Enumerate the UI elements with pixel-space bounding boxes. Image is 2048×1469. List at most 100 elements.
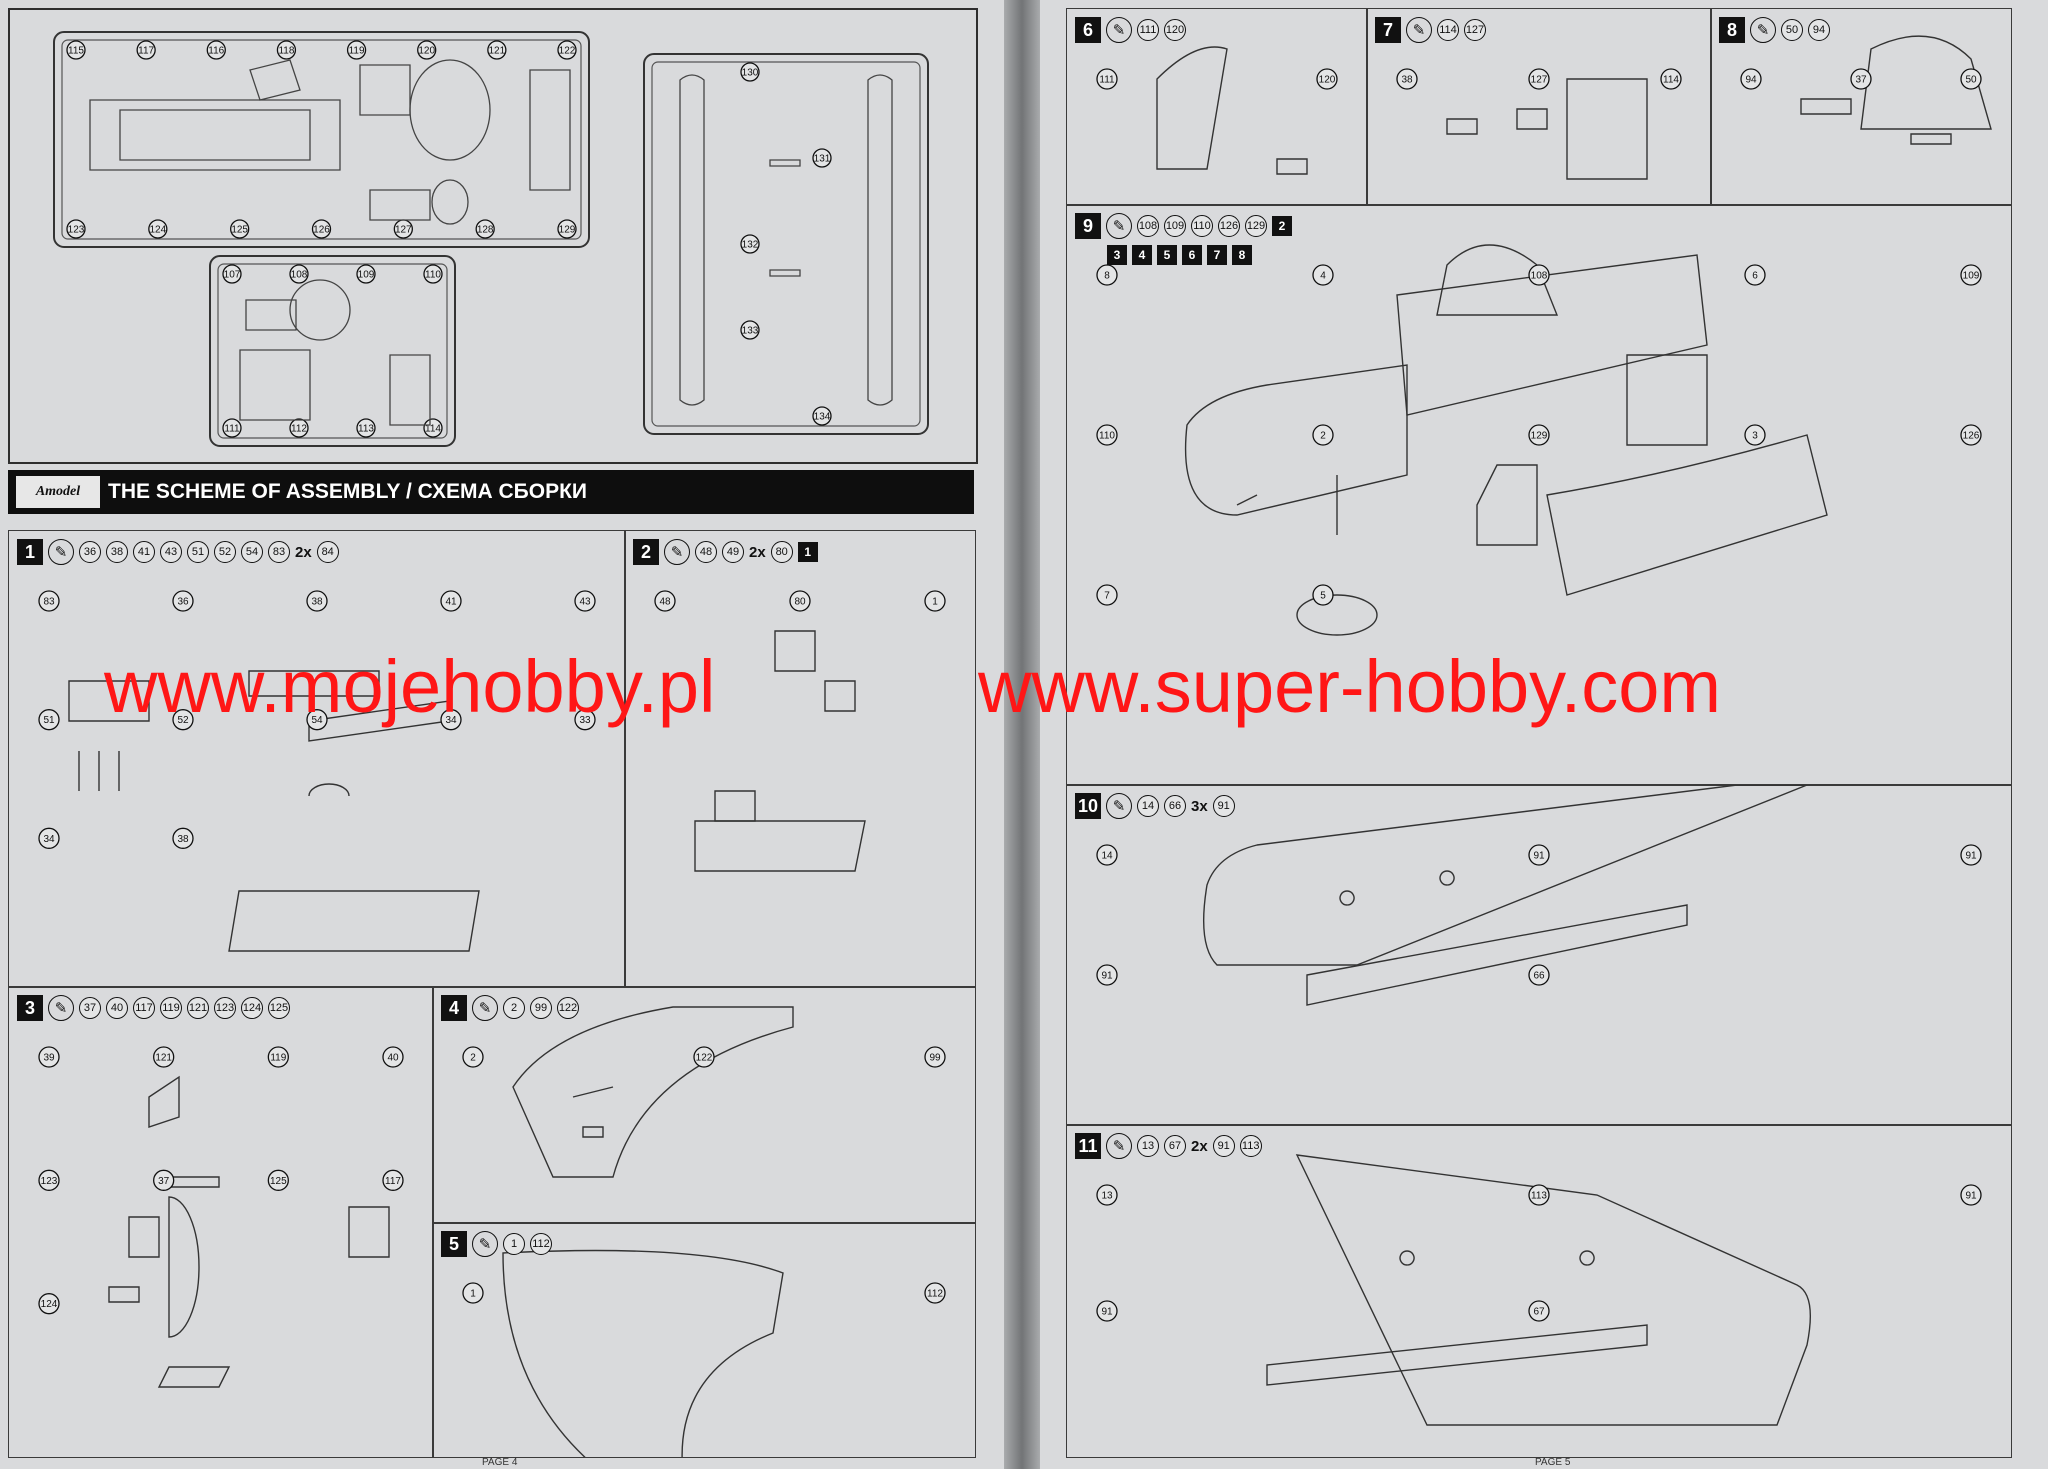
- part-outline: [148, 1075, 180, 1128]
- sprue-piece: [369, 189, 431, 221]
- part-outline: [1546, 434, 1828, 596]
- sprue-part-119: 119: [346, 40, 367, 60]
- sprue-part-118: 118: [276, 40, 297, 60]
- step-reference: 6: [1182, 245, 1202, 265]
- part-callout: 38: [172, 827, 194, 849]
- part-callout: 109: [1960, 264, 1982, 286]
- svg-text:91: 91: [1533, 851, 1545, 862]
- svg-text:38: 38: [1401, 75, 1413, 86]
- part-callout: 114: [1660, 68, 1682, 90]
- svg-text:48: 48: [659, 597, 671, 608]
- sprue-part-121: 121: [487, 40, 507, 60]
- part-number: 84: [316, 541, 339, 563]
- part-callout: 113: [1528, 1184, 1550, 1206]
- quantity-multiplier: 3x: [1191, 797, 1208, 815]
- sprue-part-108: 108: [289, 264, 309, 284]
- part-number: 121: [187, 997, 209, 1019]
- svg-text:34: 34: [43, 834, 55, 845]
- part-callout: 125: [267, 1169, 289, 1191]
- step-reference: 8: [1232, 245, 1252, 265]
- part-callout: 67: [1528, 1300, 1550, 1322]
- svg-text:123: 123: [41, 1176, 58, 1187]
- step-reference: 1: [797, 542, 818, 562]
- sprue-part-109: 109: [356, 264, 376, 284]
- part-callout: 126: [1960, 424, 1982, 446]
- step-number: 1: [17, 539, 43, 565]
- part-outline: [824, 680, 856, 712]
- part-number: 41: [133, 541, 155, 563]
- svg-text:129: 129: [1531, 431, 1548, 442]
- svg-text:114: 114: [1663, 75, 1679, 86]
- part-number: 2: [503, 997, 525, 1019]
- part-outline: [1626, 354, 1708, 446]
- part-number: 54: [241, 541, 263, 563]
- part-outline: [1296, 594, 1378, 636]
- svg-text:1: 1: [470, 1289, 476, 1300]
- part-number: 40: [106, 997, 128, 1019]
- page-left: [0, 0, 1008, 1469]
- svg-text:66: 66: [1533, 971, 1545, 982]
- sprue-part-127: 127: [393, 219, 413, 239]
- part-outline: [512, 1006, 794, 1178]
- part-outline: [228, 890, 480, 952]
- svg-text:119: 119: [349, 46, 365, 57]
- part-number: 51: [187, 541, 209, 563]
- svg-text:113: 113: [358, 424, 374, 435]
- svg-text:132: 132: [742, 240, 759, 251]
- svg-text:13: 13: [1101, 1191, 1113, 1202]
- sprue-piece: [245, 299, 297, 331]
- part-callout: 3: [1744, 424, 1766, 446]
- svg-text:107: 107: [224, 270, 241, 281]
- part-callout: 7: [1096, 584, 1118, 606]
- step-number: 8: [1719, 17, 1745, 43]
- svg-text:51: 51: [43, 715, 55, 726]
- svg-text:120: 120: [418, 46, 435, 57]
- part-outline: [308, 783, 350, 797]
- part-callout: 111: [1096, 68, 1118, 90]
- svg-text:120: 120: [1319, 75, 1336, 86]
- sprue-part-107: 107: [222, 264, 242, 284]
- part-outline: [1276, 158, 1308, 175]
- step-number: 9: [1075, 213, 1101, 239]
- svg-text:38: 38: [177, 834, 189, 845]
- part-number: 119: [160, 997, 182, 1019]
- svg-text:130: 130: [742, 68, 759, 79]
- part-outline: [168, 1196, 200, 1338]
- part-callout: 36: [172, 590, 194, 612]
- svg-text:7: 7: [1104, 591, 1110, 602]
- sprue-runner-sprue_c: [643, 53, 929, 435]
- svg-text:109: 109: [1963, 271, 1980, 282]
- sprue-piece: [239, 349, 311, 421]
- watermark-mojehobby: www.mojehobby.pl: [104, 645, 716, 728]
- svg-text:91: 91: [1101, 971, 1113, 982]
- svg-text:83: 83: [43, 597, 55, 608]
- part-callout: 129: [1528, 424, 1550, 446]
- part-number: 38: [106, 541, 128, 563]
- part-outline: [108, 1286, 140, 1303]
- part-callout: 117: [382, 1169, 404, 1191]
- part-callout: 99: [924, 1046, 946, 1068]
- glue-tube-icon: ✎: [664, 539, 690, 565]
- page-right: [1036, 0, 2048, 1469]
- part-callout: 91: [1960, 844, 1982, 866]
- part-outline: [1446, 118, 1478, 135]
- part-callout: 4: [1312, 264, 1334, 286]
- sprue-part-113: 113: [356, 418, 376, 438]
- svg-text:124: 124: [41, 1299, 58, 1310]
- svg-text:38: 38: [311, 597, 323, 608]
